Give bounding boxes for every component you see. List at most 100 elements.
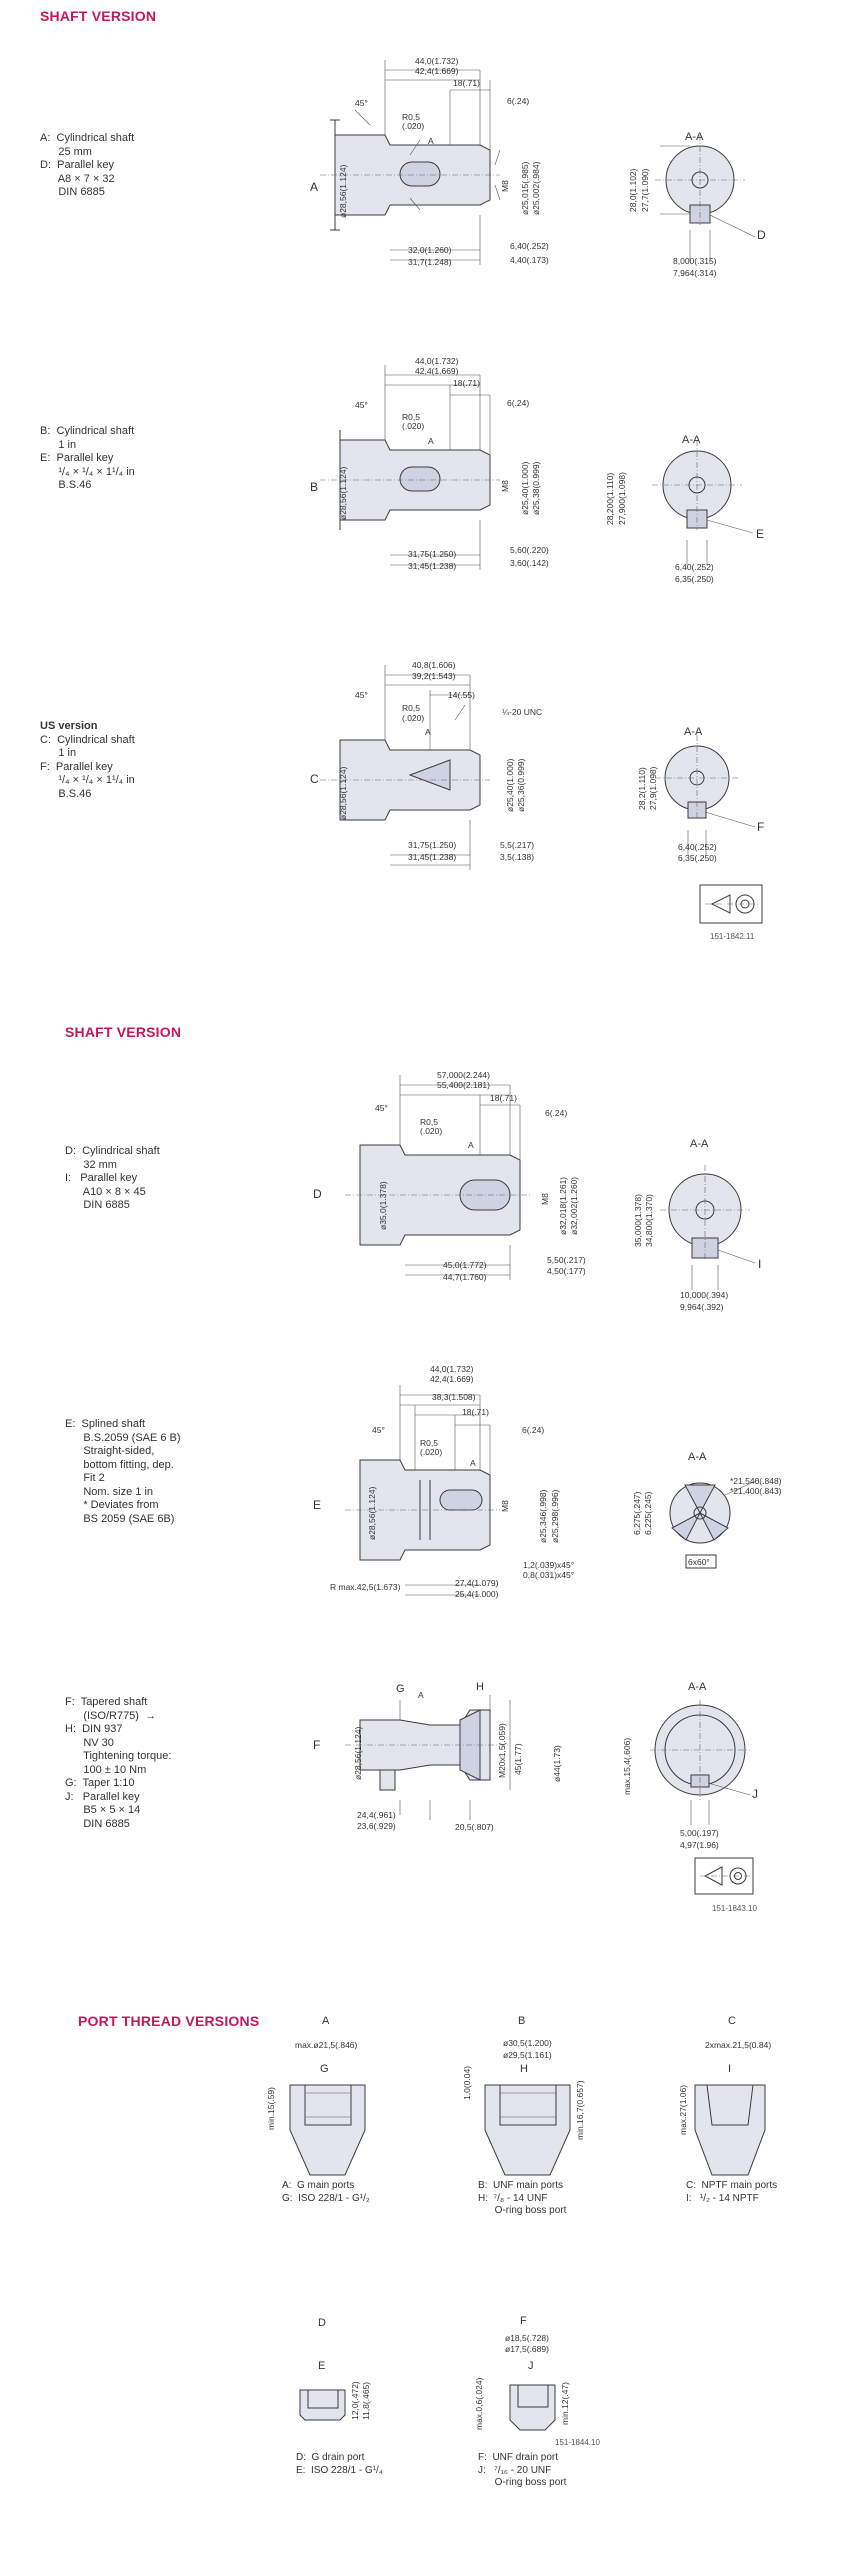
dim: 27,7(1.090) <box>640 168 650 212</box>
dim: R0,5 <box>420 1438 438 1448</box>
desc-line: B.S.2059 (SAE 6 B) <box>65 1431 181 1444</box>
dim: ø28,56(1.124) <box>367 1486 377 1540</box>
desc-line: Straight-sided, <box>65 1445 155 1457</box>
dim: 7,964(.314) <box>673 268 717 278</box>
dim: (.020) <box>402 121 425 131</box>
dim: max.15,4(.606) <box>622 1737 632 1795</box>
dim: 31,45(1.238) <box>408 852 457 862</box>
dim: ø32,018(1.261) <box>558 1176 568 1235</box>
dim: 6,40(.252) <box>510 241 549 251</box>
dim: M8 <box>500 180 510 192</box>
port-mark: I <box>728 2063 732 2075</box>
dim: A <box>428 136 434 146</box>
dim: 2xmax.21,5(0.84) <box>705 2040 772 2050</box>
dim: A <box>470 1458 476 1468</box>
key-f-label: F <box>757 820 765 834</box>
shaft-a-label: A <box>310 180 319 194</box>
dim: 44,0(1.732) <box>415 56 459 66</box>
section-b-drawing <box>652 440 754 565</box>
dim: 25,4(1.000) <box>455 1589 499 1599</box>
shaft-d-label: D <box>313 1187 322 1201</box>
port-c-label: C <box>728 2015 736 2027</box>
dim: 9,964(.392) <box>680 1302 724 1312</box>
dim: 11,8(.465) <box>361 2381 371 2420</box>
dim: 6x60° <box>688 1557 710 1567</box>
dim: 6,40(.252) <box>678 842 717 852</box>
shaft-f-drawing <box>345 1695 511 1820</box>
port-c-description: C: NPTF main ports I: ¹/₂ - 14 NPTF <box>686 2180 777 2205</box>
drain-f-drawing <box>509 2384 556 2431</box>
desc-line: I: ¹/₂ - 14 NPTF <box>686 2192 759 2204</box>
port-b-description: B: UNF main ports H: ⁷/₈ - 14 UNF O-ring… <box>478 2180 566 2218</box>
dim: *21,400(.843) <box>730 1486 782 1496</box>
dim: (.020) <box>420 1126 443 1136</box>
dim: 10,000(.394) <box>680 1290 729 1300</box>
dim: 45,0(1.772) <box>443 1260 487 1270</box>
dim: M8 <box>500 480 510 492</box>
dim: ø25,40(1.000) <box>520 461 530 515</box>
desc-line: Fit 2 <box>65 1472 105 1484</box>
dim: 28,0(1.102) <box>628 168 638 212</box>
port-b-label: B <box>518 2015 526 2027</box>
dim: ¼-20 UNC <box>502 707 543 717</box>
dim: ø28,56(1.124) <box>353 1726 363 1780</box>
dim: M20x1,5(.059) <box>497 1723 507 1778</box>
desc-line: * Deviates from <box>65 1499 159 1511</box>
desc-line: O-ring boss port <box>478 2205 567 2216</box>
desc-line: DIN 6885 <box>65 1817 130 1830</box>
dim: min.12(.47) <box>560 2382 570 2425</box>
dim: ø25,298(.996) <box>550 1489 560 1543</box>
dim: 6,35(.250) <box>675 574 714 584</box>
dim: 45(1.77) <box>513 1743 523 1775</box>
dim: 6(.24) <box>507 398 530 408</box>
desc-line: J: ⁷/₁₆ - 20 UNF <box>478 2464 552 2476</box>
dim: 3,5(.138) <box>500 852 535 862</box>
desc-line: B.S.46 <box>40 787 92 800</box>
shaft-b-description: B: Cylindrical shaft 1 in E: Parallel ke… <box>40 425 135 493</box>
dim: *21,540(.848) <box>730 1476 782 1486</box>
port-b-drawing <box>484 2084 571 2176</box>
drain-f-description: F: UNF drain port J: ⁷/₁₆ - 20 UNF O-rin… <box>478 2452 566 2490</box>
key-j-label: J <box>752 1787 758 1801</box>
dim: ø35,0(1.378) <box>378 1181 388 1230</box>
desc-line: A8 × 7 × 32 <box>40 172 115 185</box>
port-a-label: A <box>322 2015 330 2027</box>
desc-line: C: Cylindrical shaft <box>40 733 135 746</box>
shaft-e-label: E <box>313 1498 322 1512</box>
dim: (.020) <box>420 1447 443 1457</box>
shaft-d-drawing <box>345 1075 530 1280</box>
drain-d-drawing <box>299 2389 346 2421</box>
dim: 31,75(1.250) <box>408 549 457 559</box>
dim: max.ø21,5(.846) <box>295 2040 358 2050</box>
desc-line: 1 in <box>40 438 77 451</box>
dim: ø25,346(.998) <box>538 1489 548 1543</box>
dim: 6(.24) <box>522 1425 545 1435</box>
dim: min.15(.59) <box>266 2087 276 2130</box>
dim: M8 <box>540 1193 550 1205</box>
desc-line: E: Splined shaft <box>65 1418 146 1430</box>
dim: 28,200(1.110) <box>605 472 615 525</box>
dim: 24,4(.961) <box>357 1810 396 1820</box>
desc-line: O-ring boss port <box>478 2477 567 2488</box>
dim: ø25,40(1.000) <box>505 758 515 812</box>
dim: G <box>396 1683 405 1695</box>
section-d-drawing <box>660 1165 756 1290</box>
dim: 23,6(.929) <box>357 1821 396 1831</box>
dim: 44,7(1.760) <box>443 1272 487 1282</box>
shaft-b-drawing <box>320 365 500 570</box>
dim: 44,0(1.732) <box>415 356 459 366</box>
desc-line: B: Cylindrical shaft <box>40 425 135 437</box>
port-mark: G <box>320 2063 329 2075</box>
dim: ø32,002(1.260) <box>569 1176 579 1235</box>
dim: max.0,6(.024) <box>474 2377 484 2430</box>
desc-line: D: Parallel key <box>40 159 114 171</box>
drain-f-label: F <box>520 2315 527 2327</box>
dim: 35,000(1.378) <box>633 1194 643 1247</box>
shaft-f-label: F <box>313 1738 321 1752</box>
dim: 45° <box>355 98 368 108</box>
dim: 38,3(1.508) <box>432 1392 476 1402</box>
dim: ø44(1.73) <box>552 1745 562 1782</box>
dim: 31,45(1.238) <box>408 561 457 571</box>
desc-line: B: UNF main ports <box>478 2180 564 2191</box>
dim: 8,000(.315) <box>673 256 717 266</box>
